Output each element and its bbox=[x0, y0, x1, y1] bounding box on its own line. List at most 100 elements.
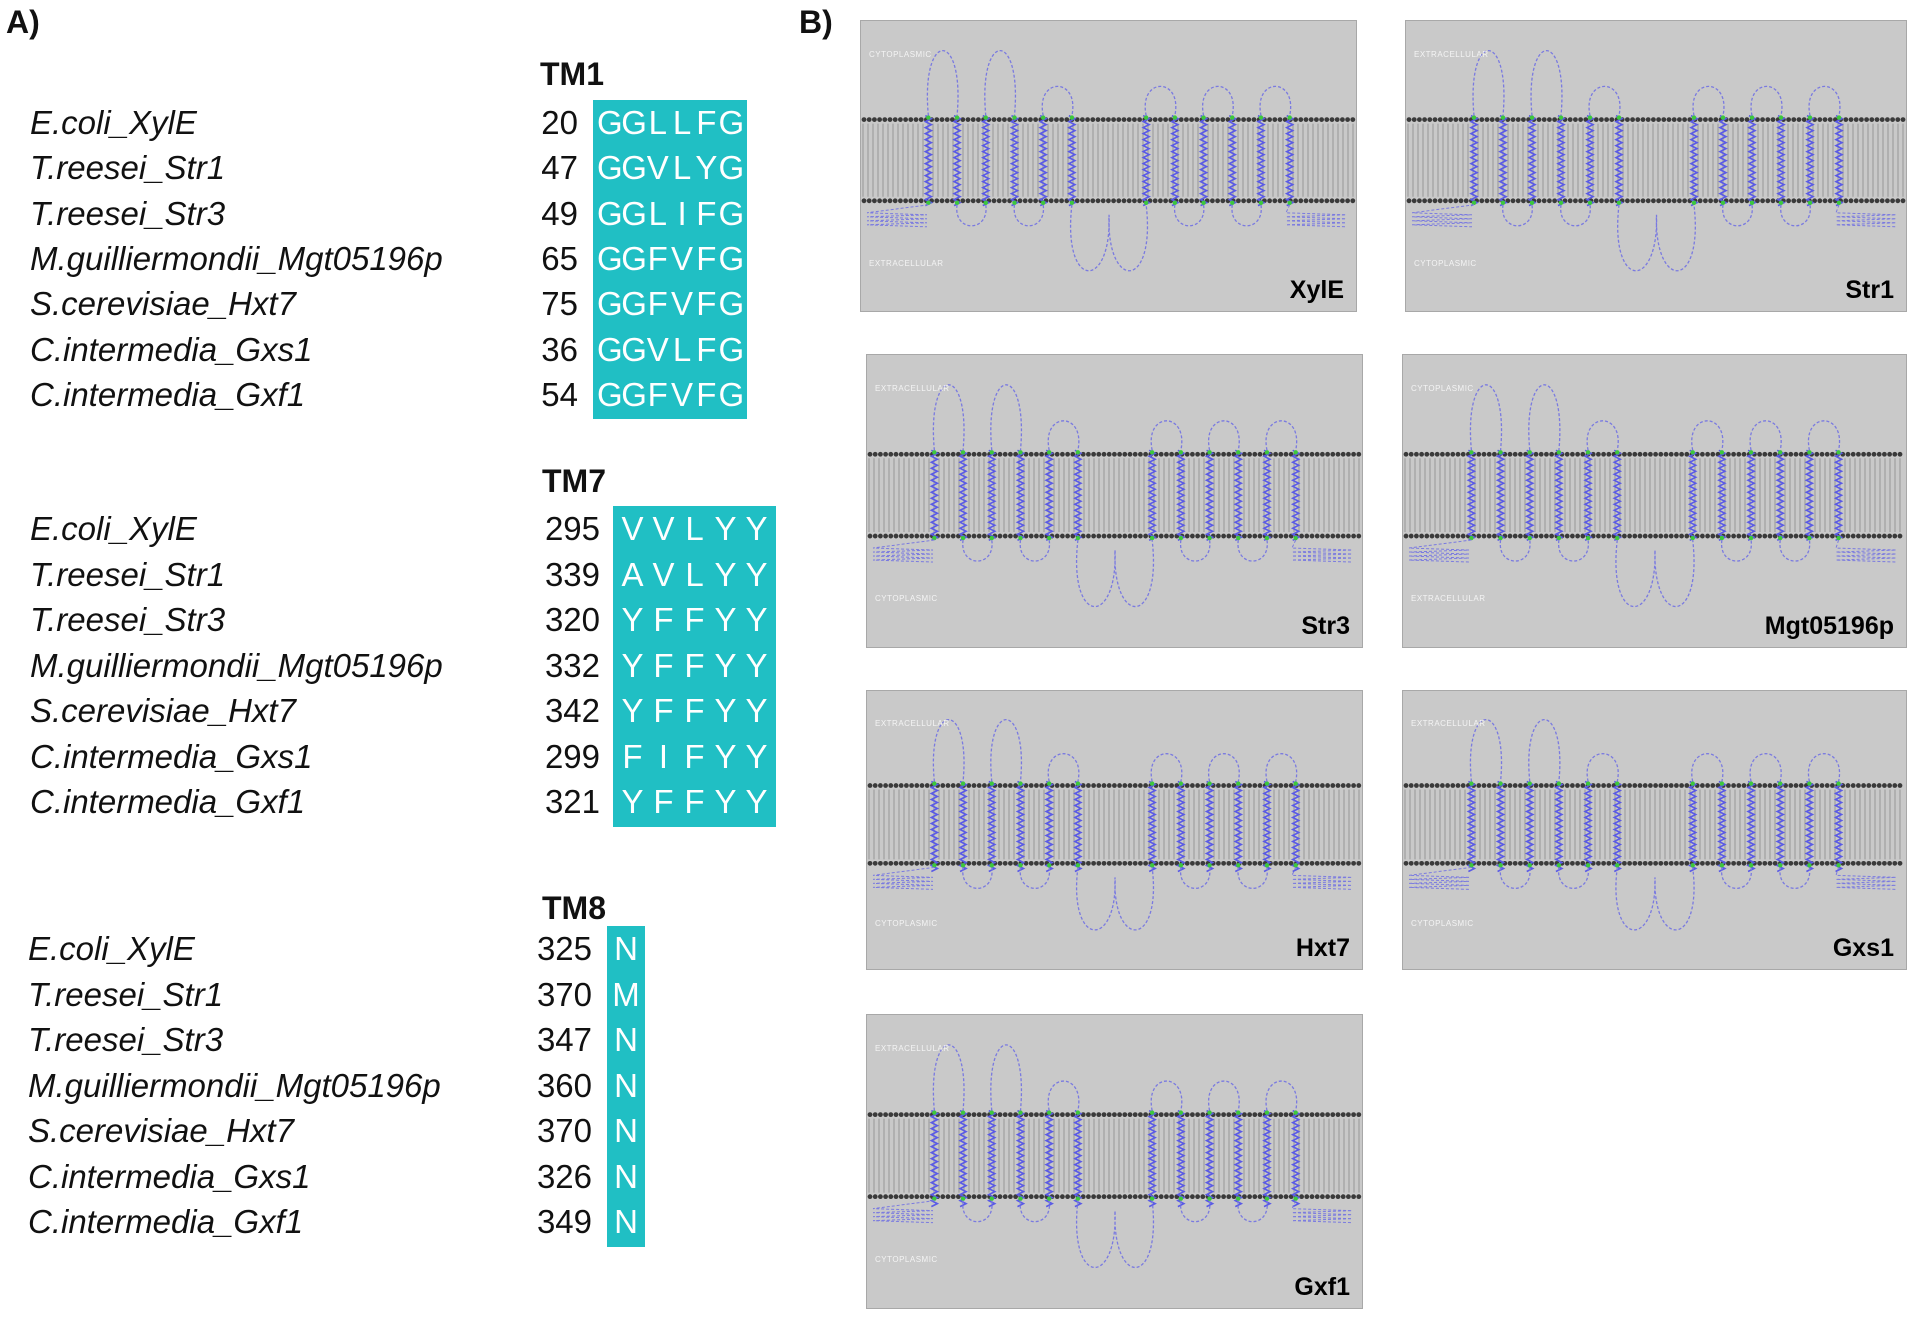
amino-acid-residue: F bbox=[647, 375, 668, 413]
organism-label: T.reesei_Str1 bbox=[28, 975, 224, 1013]
protein-name-label: Hxt7 bbox=[1295, 934, 1350, 962]
side-label-bottom: CYTOPLASMIC bbox=[875, 919, 938, 928]
amino-acid-residue: L bbox=[648, 104, 667, 141]
amino-acid-residue: F bbox=[696, 104, 717, 141]
amino-acid-residue: N bbox=[614, 1021, 638, 1058]
alignment-title-tm1: TM1 bbox=[540, 56, 604, 92]
organism-label: S.cerevisiae_Hxt7 bbox=[28, 1112, 294, 1149]
organism-label: T.reesei_Str3 bbox=[30, 601, 226, 638]
amino-acid-residue: F bbox=[653, 601, 674, 638]
lipid-heads bbox=[867, 451, 1362, 539]
residue-position: 47 bbox=[541, 149, 578, 187]
amino-acid-residue: F bbox=[653, 692, 674, 729]
membrane-topology-svg bbox=[1403, 384, 1903, 608]
amino-acid-residue: F bbox=[696, 375, 717, 413]
alignment-title-tm7: TM7 bbox=[542, 463, 606, 499]
amino-acid-residue: V bbox=[671, 375, 694, 413]
amino-acid-residue: A bbox=[621, 555, 644, 593]
amino-acid-residue: V bbox=[621, 510, 644, 547]
amino-acid-residue: G bbox=[597, 194, 623, 232]
residue-position: 370 bbox=[536, 975, 592, 1013]
lipid-tails bbox=[868, 1118, 1360, 1193]
lipid-heads bbox=[1403, 451, 1903, 539]
amino-acid-residue: G bbox=[718, 330, 745, 368]
lipid-heads bbox=[1406, 117, 1906, 204]
panel-b-label: B) bbox=[799, 4, 833, 40]
amino-acid-residue: G bbox=[621, 149, 647, 187]
amino-acid-residue: Y bbox=[714, 555, 737, 593]
membrane-topology-svg bbox=[867, 384, 1362, 608]
loops bbox=[1411, 50, 1897, 272]
protein-name-label: Gxs1 bbox=[1832, 934, 1894, 962]
amino-acid-residue: G bbox=[621, 375, 647, 413]
amino-acid-residue: Y bbox=[745, 737, 768, 775]
loops bbox=[1408, 384, 1897, 608]
amino-acid-residue: F bbox=[684, 601, 705, 638]
transmembrane-helices bbox=[929, 449, 1301, 541]
amino-acid-residue: F bbox=[647, 285, 668, 323]
amino-acid-residue: L bbox=[685, 510, 704, 547]
residue-position: 75 bbox=[541, 285, 578, 323]
amino-acid-residue: Y bbox=[714, 646, 737, 684]
amino-acid-residue: N bbox=[614, 930, 638, 967]
transmembrane-helices bbox=[923, 114, 1295, 207]
amino-acid-residue: F bbox=[684, 646, 705, 684]
amino-acid-residue: L bbox=[672, 330, 692, 368]
amino-acid-residue: L bbox=[648, 194, 667, 232]
membrane-topology-svg bbox=[867, 719, 1362, 931]
residue-position: 370 bbox=[536, 1112, 592, 1149]
membrane-topology-svg bbox=[1406, 50, 1906, 272]
side-label-top: EXTRACELLULAR bbox=[1411, 719, 1486, 728]
amino-acid-residue: Y bbox=[745, 510, 768, 547]
residue-position: 49 bbox=[541, 194, 578, 232]
organism-label: M.guilliermondii_Mgt05196p bbox=[28, 1066, 441, 1104]
loops bbox=[1408, 719, 1897, 931]
lipid-heads bbox=[861, 117, 1356, 204]
amino-acid-residue: G bbox=[621, 194, 647, 232]
side-label-top: EXTRACELLULAR bbox=[875, 1044, 950, 1053]
amino-acid-residue: F bbox=[684, 737, 705, 775]
amino-acid-residue: Y bbox=[714, 737, 737, 775]
side-label-bottom: CYTOPLASMIC bbox=[1414, 259, 1477, 268]
loops bbox=[872, 719, 1353, 931]
amino-acid-residue: G bbox=[718, 104, 745, 141]
amino-acid-residue: G bbox=[597, 375, 623, 413]
amino-acid-residue: N bbox=[614, 1112, 638, 1149]
lipid-tails bbox=[868, 458, 1360, 533]
residue-position: 295 bbox=[544, 510, 600, 547]
transmembrane-helices bbox=[1466, 780, 1844, 873]
amino-acid-residue: F bbox=[696, 285, 717, 323]
amino-acid-residue: G bbox=[597, 285, 623, 323]
side-label-bottom: EXTRACELLULAR bbox=[869, 259, 944, 268]
amino-acid-residue: Y bbox=[745, 601, 768, 638]
organism-label: C.intermedia_Gxs1 bbox=[30, 737, 313, 775]
residue-position: 325 bbox=[536, 930, 592, 967]
amino-acid-residue: I bbox=[677, 194, 687, 232]
membrane-topology-svg bbox=[867, 1044, 1362, 1269]
amino-acid-residue: Y bbox=[745, 783, 768, 820]
amino-acid-residue: G bbox=[718, 239, 745, 277]
residue-position: 65 bbox=[541, 239, 578, 277]
side-label-top: EXTRACELLULAR bbox=[1414, 50, 1489, 59]
amino-acid-residue: F bbox=[696, 194, 717, 232]
amino-acid-residue: G bbox=[597, 330, 623, 368]
residue-position: 339 bbox=[544, 555, 600, 593]
protein-name-label: XylE bbox=[1289, 276, 1344, 304]
amino-acid-residue: Y bbox=[714, 510, 737, 547]
side-label-top: CYTOPLASMIC bbox=[1411, 384, 1474, 393]
amino-acid-residue: Y bbox=[714, 601, 737, 638]
amino-acid-residue: V bbox=[646, 149, 669, 187]
membrane-topology-svg bbox=[861, 50, 1356, 272]
residue-position: 321 bbox=[544, 783, 600, 820]
amino-acid-residue: G bbox=[597, 149, 623, 187]
amino-acid-residue: V bbox=[652, 555, 675, 593]
side-label-bottom: CYTOPLASMIC bbox=[1411, 919, 1474, 928]
amino-acid-residue: L bbox=[672, 104, 692, 141]
protein-name-label: Str1 bbox=[1845, 276, 1894, 304]
transmembrane-helices bbox=[1469, 114, 1844, 207]
side-label-bottom: CYTOPLASMIC bbox=[875, 1255, 938, 1264]
